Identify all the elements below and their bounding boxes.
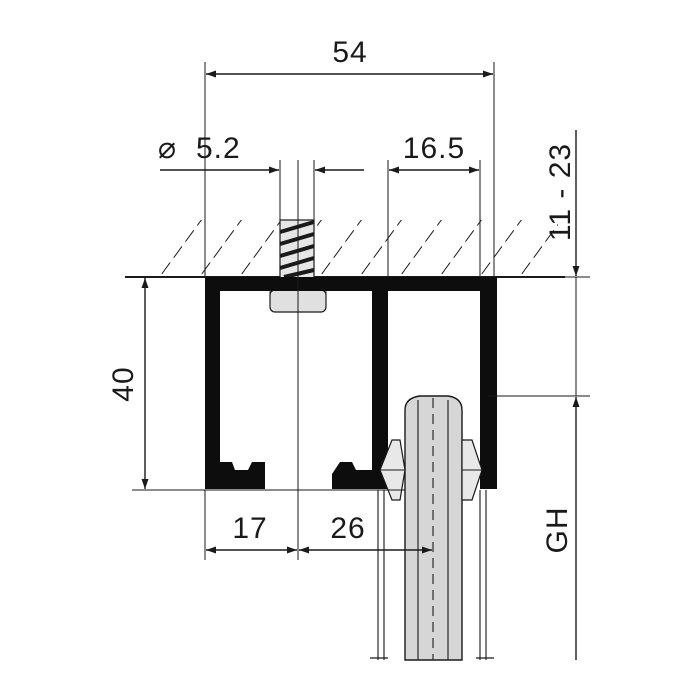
dim-door-offset-label: 26 [330, 512, 365, 545]
dim-ceiling-gap: 11 - 23 [497, 130, 590, 278]
dim-door-height: GH [488, 277, 590, 660]
door-panel [370, 395, 494, 661]
dim-height: 40 [107, 276, 205, 491]
dim-left-offset-label: 17 [232, 512, 267, 545]
diameter-symbol: ⌀ [158, 132, 177, 165]
dim-right-chamber: 16.5 [387, 132, 481, 277]
dim-width-total-label: 54 [332, 36, 367, 69]
dim-screw-diameter: ⌀ 5.2 [158, 132, 364, 220]
dim-ceiling-gap-label: 11 - 23 [544, 143, 577, 241]
track-profile [205, 277, 497, 489]
dim-door-offset: 26 [299, 512, 432, 554]
dim-right-chamber-label: 16.5 [403, 132, 465, 165]
dim-screw-diameter-label: 5.2 [196, 132, 241, 165]
dim-width-total: 54 [204, 36, 495, 277]
dim-door-height-label: GH [541, 507, 574, 554]
dim-height-label: 40 [107, 366, 140, 401]
dim-left-offset: 17 [204, 490, 297, 560]
